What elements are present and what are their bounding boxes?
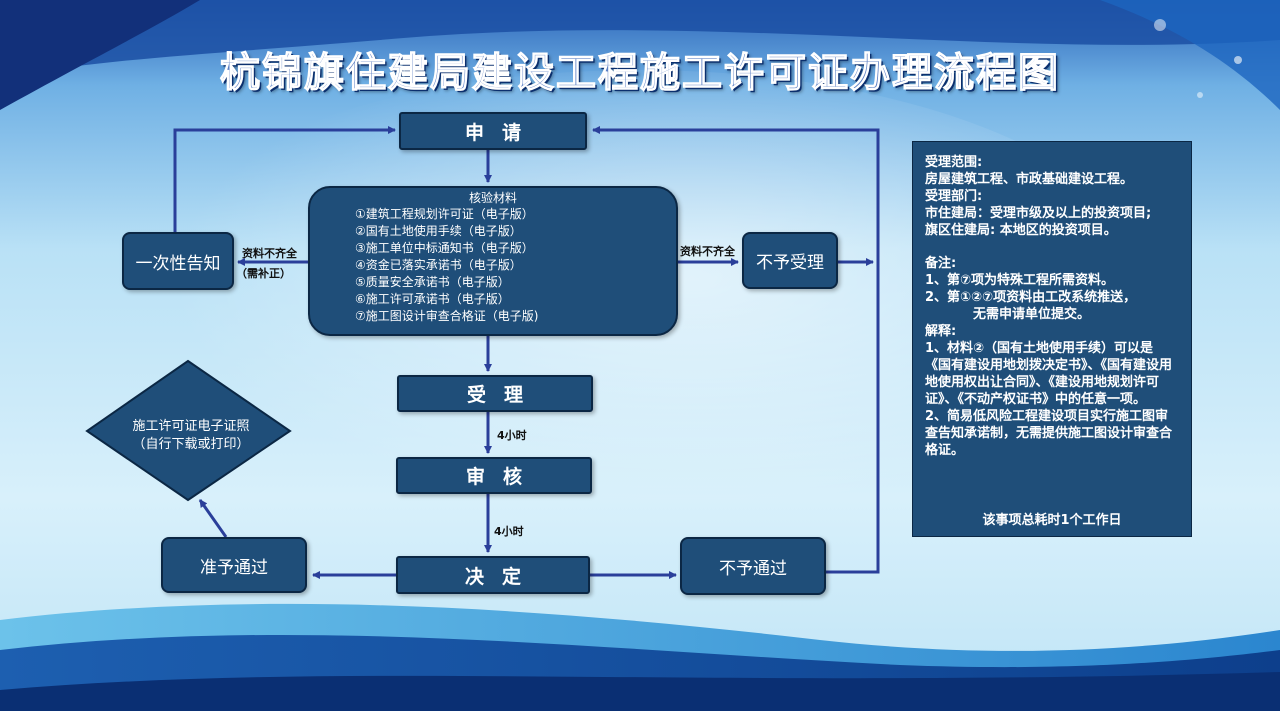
note-1: 1、第⑦项为特殊工程所需资料。 (925, 273, 1115, 288)
material-item: ④资金已落实承诺书（电子版） (355, 258, 522, 272)
step-apply: 申请 (399, 112, 587, 150)
material-item: ②国有土地使用手续（电子版） (355, 224, 522, 238)
certificate-text: 施工许可证电子证照 （自行下载或打印） (96, 418, 286, 454)
dept-banner: 旗区住建局: 本地区的投资项目。 (925, 223, 1117, 238)
not-approved-box: 不予通过 (680, 537, 826, 595)
note-2-continued: 无需申请单位提交。 (973, 307, 1091, 322)
incomplete-left-sublabel: （需补正） (236, 267, 291, 280)
explain-title: 解释: (925, 324, 957, 339)
material-item: ③施工单位中标通知书（电子版） (355, 241, 534, 255)
approved-box: 准予通过 (161, 537, 307, 593)
notes-title: 备注: (925, 256, 957, 271)
step-decide: 决定 (396, 556, 590, 594)
one-time-notice-box: 一次性告知 (122, 232, 234, 290)
material-item: ⑤质量安全承诺书（电子版） (355, 275, 510, 289)
time-accept-review-label: 4小时 (497, 429, 527, 442)
materials-title: 核验材料 (468, 191, 517, 205)
dept-title: 受理部门: (925, 189, 983, 204)
certificate-diamond (85, 359, 292, 502)
incomplete-left-label: 资料不齐全 (242, 247, 297, 260)
page-title: 杭锦旗住建局建设工程施工许可证办理流程图 (219, 49, 1060, 96)
step-accept: 受理 (397, 375, 593, 412)
dept-city: 市住建局：受理市级及以上的投资项目; (925, 206, 1152, 221)
materials-list: ①建筑工程规划许可证（电子版） ②国有土地使用手续（电子版） ③施工单位中标通知… (310, 206, 676, 325)
certificate-line1: 施工许可证电子证照 (132, 419, 250, 434)
step-review: 审核 (396, 457, 592, 494)
info-panel: 受理范围: 房屋建筑工程、市政基础建设工程。 受理部门: 市住建局：受理市级及以… (912, 141, 1192, 537)
material-item: ⑦施工图设计审查合格证（电子版) (355, 309, 539, 323)
incomplete-right-label: 资料不齐全 (680, 245, 735, 258)
material-item: ⑥施工许可承诺书（电子版） (355, 292, 510, 306)
note-2: 2、第①②⑦项资料由工改系统推送， (925, 290, 1137, 305)
not-accepted-box: 不予受理 (742, 232, 838, 289)
total-time-footer: 该事项总耗时1个工作日 (982, 513, 1122, 528)
explain-2: 2、简易低风险工程建设项目实行施工图审查告知承诺制，无需提供施工图设计审查合格证… (925, 409, 1173, 458)
time-review-decide-label: 4小时 (494, 525, 524, 538)
arrow-approved-to-certificate (198, 499, 228, 538)
material-item: ①建筑工程规划许可证（电子版） (355, 207, 534, 221)
arrow-notice-to-apply (173, 126, 396, 232)
right-rail (592, 126, 880, 574)
explain-1: 1、材料②（国有土地使用手续）可以是《国有建设用地划拨决定书》、《国有建设用地使… (925, 341, 1173, 407)
certificate-line2: （自行下载或打印） (132, 437, 250, 452)
materials-box: 核验材料 ①建筑工程规划许可证（电子版） ②国有土地使用手续（电子版） ③施工单… (308, 186, 678, 336)
scope-title: 受理范围: (925, 155, 983, 170)
scope-text: 房屋建筑工程、市政基础建设工程。 (925, 172, 1134, 187)
